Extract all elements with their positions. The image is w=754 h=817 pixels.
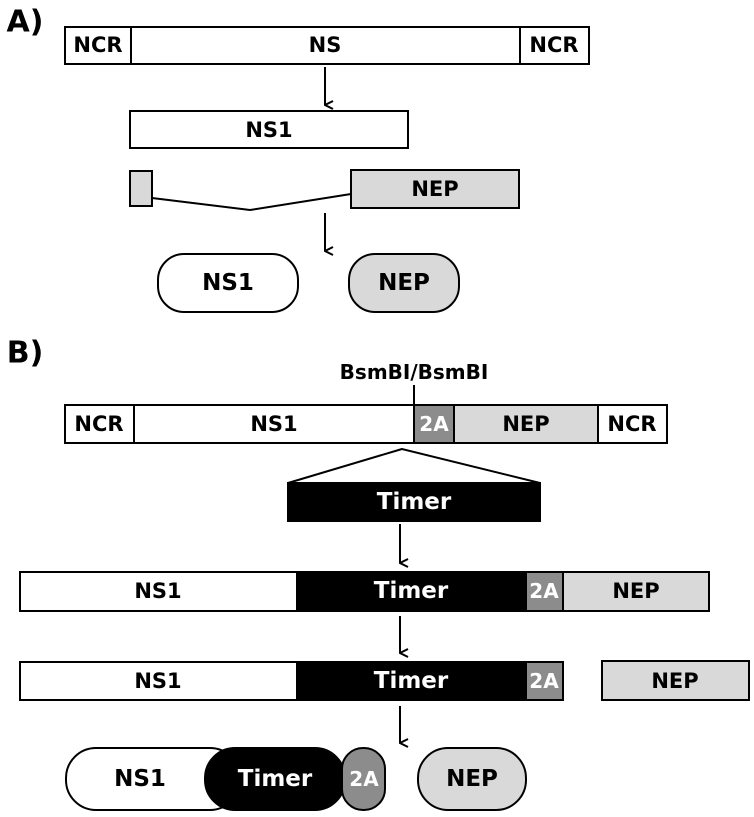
b-fusion-timer-box [296, 571, 527, 612]
b-ns1-box [133, 404, 415, 444]
a-ns-label: NS [309, 33, 342, 57]
a-nep-protein-label: NEP [378, 270, 430, 296]
b-fusion-construct [19, 571, 710, 612]
b-cleaved-ns1-label: NS1 [134, 669, 181, 693]
b-cleaved-products [19, 660, 750, 701]
a-nep-exon2-box [350, 169, 520, 209]
a-intron-line [151, 193, 352, 212]
b-left-ncr-label: NCR [74, 412, 123, 436]
b-nep-protein-label: NEP [446, 766, 498, 792]
a-nep-transcript-label: NEP [411, 177, 458, 201]
panel-b-gene [64, 404, 668, 444]
b-left-ncr-box [64, 404, 135, 444]
b-cleaved-nep-label: NEP [651, 669, 698, 693]
a-left-ncr-label: NCR [73, 33, 122, 57]
b-fusion-ns1-label: NS1 [134, 579, 181, 603]
b-2a-label: 2A [419, 412, 449, 436]
b-right-ncr-label: NCR [607, 412, 656, 436]
b-cleaved-2a-box [525, 661, 564, 701]
b-nep-box [453, 404, 599, 444]
panel-a-gene [64, 26, 590, 65]
a-right-ncr-label: NCR [529, 33, 578, 57]
b-fusion-nep-label: NEP [612, 579, 659, 603]
a-nep-protein [348, 253, 460, 313]
b-fusion-2a-box [525, 571, 564, 612]
b-ns1-protein-label: NS1 [114, 766, 166, 792]
b-ns1-label: NS1 [250, 412, 297, 436]
b-cleaved-timer-label: Timer [374, 668, 449, 694]
b-cleaved-ns1-box [19, 661, 298, 701]
panel-a-label: A) [7, 5, 44, 40]
a-left-ncr-box [64, 26, 132, 65]
b-nep-protein [417, 747, 527, 811]
b-timer-insert-box [287, 482, 541, 522]
b-nep-label: NEP [502, 412, 549, 436]
b-fusion-timer-label: Timer [374, 578, 449, 604]
b-fusion-2a-label: 2A [529, 579, 559, 603]
a-ns-box [130, 26, 521, 65]
b-insertion-triangle [287, 447, 541, 484]
a-ns1-protein [157, 253, 299, 313]
a-ns1-transcript-label: NS1 [245, 118, 292, 142]
b-2a-protein-label: 2A [349, 767, 379, 791]
a-right-ncr-box [519, 26, 590, 65]
a-ns1-transcript-box [129, 110, 409, 149]
b-fusion-nep-box [562, 571, 710, 612]
b-2a-protein [341, 747, 386, 811]
a-nep-exon1-box [129, 170, 153, 207]
b-site-label: BsmBI/BsmBI [340, 360, 489, 384]
b-cleaved-nep-box [601, 660, 750, 701]
b-timer-protein-label: Timer [238, 766, 313, 792]
b-right-ncr-box [597, 404, 668, 444]
panel-b-label: B) [7, 336, 44, 371]
b-timer-insert-label: Timer [377, 489, 452, 515]
a-ns1-protein-label: NS1 [202, 270, 254, 296]
b-cleaved-2a-label: 2A [529, 669, 559, 693]
b-cleaved-timer-box [296, 661, 527, 701]
